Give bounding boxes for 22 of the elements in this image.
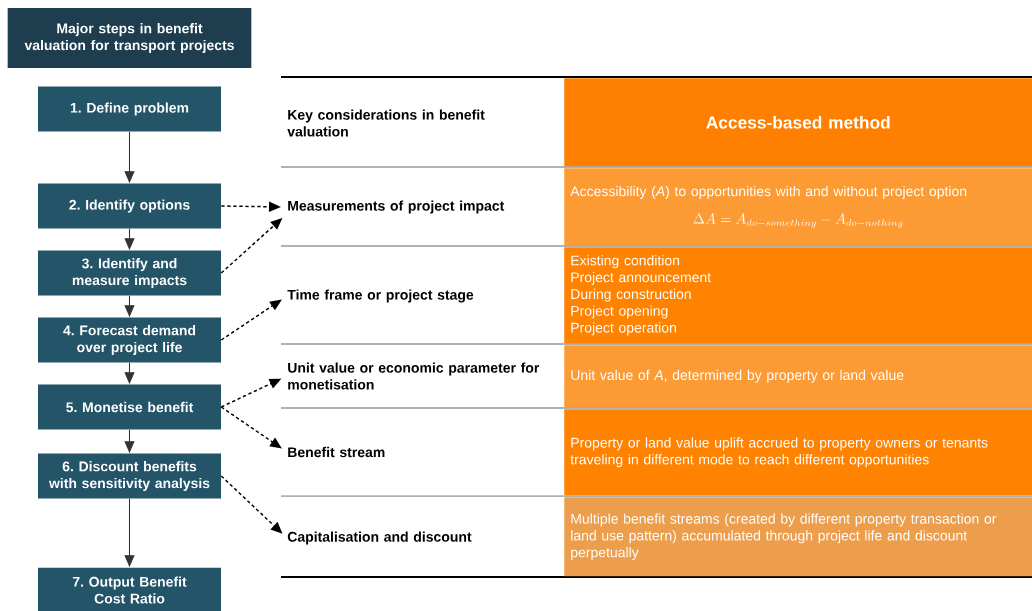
table-cell: Unit value of A, determined by property or land value [564,345,1032,408]
row-label: Measurements of project impact [288,200,505,214]
row-label: Time frame or project stage [287,289,474,303]
title-box: Major steps in benefit valuation for transport projects [7,8,252,68]
table-cell: Property or land value uplift accrued to property owners or tenants traveling in different mode to reach different opportunities [564,409,1032,496]
table-cell: Accessibility (A) to opportunities with and without project option $\Delta A = A_{do-something} - A_{do-nothing}$ [564,168,1032,246]
table-cell: Existing condition Project announcement During construction Project opening Project operation [564,247,1032,344]
dotted-arrow [220,406,282,449]
table-cell: Multiple benefit streams (created by different property transaction or land use pattern) accumulated through project life and discount perpetually [564,497,1032,577]
step-box: 1. Define problem [38,86,221,132]
step-box: 5. Monetise benefit [38,384,221,430]
row-label: Capitalisation and discount [287,531,472,545]
step-box: 7. Output Benefit Cost Ratio [38,567,221,611]
column-header: Key considerations in benefit valuation [287,109,485,137]
step-box: 4. Forecast demand over project life [38,317,221,363]
row-label: Unit value or economic parameter for monetisation [288,362,540,390]
step-box: 6. Discount benefits with sensitivity analysis [38,453,221,499]
header-cell: Access-based method [564,78,1032,167]
row-label: Benefit stream [288,446,385,458]
step-box: 3. Identify and measure impacts [38,250,221,296]
dotted-arrow [220,299,282,341]
step-box: 2. Identify options [38,183,221,229]
